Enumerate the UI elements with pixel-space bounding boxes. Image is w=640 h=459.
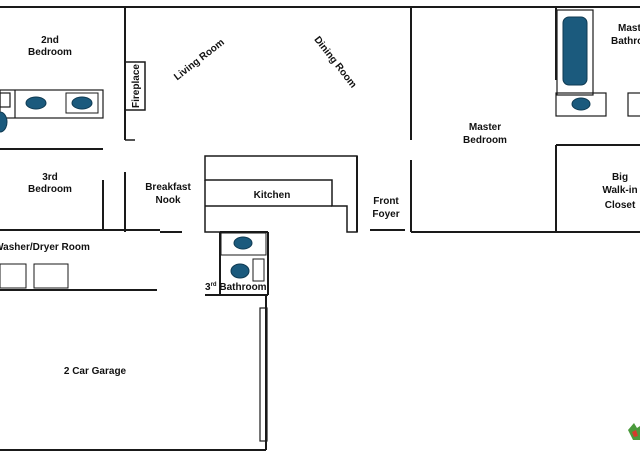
second-bedroom-vanity [0,89,104,133]
label-3rd-bedroom-line2: Bedroom [28,184,72,195]
label-front-foyer-line1: Front [373,196,399,207]
master-bathroom-fixtures [555,9,640,117]
room-labels: 2nd Bedroom Living Room Dining Room Fire… [0,23,640,377]
sink-icon [233,236,253,250]
label-living-room: Living Room [172,37,227,83]
garage-wall [259,307,268,442]
label-3rd-bedroom-line1: 3rd [42,172,58,183]
label-master-bathroom-line2: Bathro [611,36,640,47]
dryer-icon [33,263,69,289]
walls [0,6,640,451]
label-closet-line2: Walk-in [602,185,637,196]
label-breakfast-nook-line2: Nook [156,195,181,206]
sink-icon [71,96,93,110]
toilet-icon [230,263,250,279]
label-fireplace: Fireplace [131,64,142,108]
texas-map-logo-icon [628,423,640,440]
sink-icon [25,96,47,110]
washer-dryer-appliances [0,263,69,289]
label-2nd-bedroom-line2: Bedroom [28,47,72,58]
bathtub-icon [562,16,588,86]
fireplace-box [124,61,146,111]
label-2-car-garage: 2 Car Garage [64,366,127,377]
washer-icon [0,263,27,289]
label-front-foyer-line2: Foyer [372,209,399,220]
label-dining-room: Dining Room [311,35,358,91]
label-breakfast-nook-line1: Breakfast [145,182,191,193]
label-2nd-bedroom-line1: 2nd [41,35,59,46]
third-bathroom-fixtures [220,232,267,282]
label-master-bedroom-line2: Bedroom [463,135,507,146]
label-master-bedroom-line1: Master [469,122,501,133]
sink-icon [571,97,591,111]
label-3rd-bathroom: 3rd Bathroom [205,282,267,293]
label-kitchen: Kitchen [254,190,291,201]
label-master-bathroom-line1: Mast [618,23,640,34]
label-washer-dryer-room: Washer/Dryer Room [0,242,90,253]
kitchen-counters [204,155,358,233]
toilet-icon [0,111,8,133]
label-closet-line3: Closet [605,200,636,211]
label-closet-line1: Big [612,172,628,183]
